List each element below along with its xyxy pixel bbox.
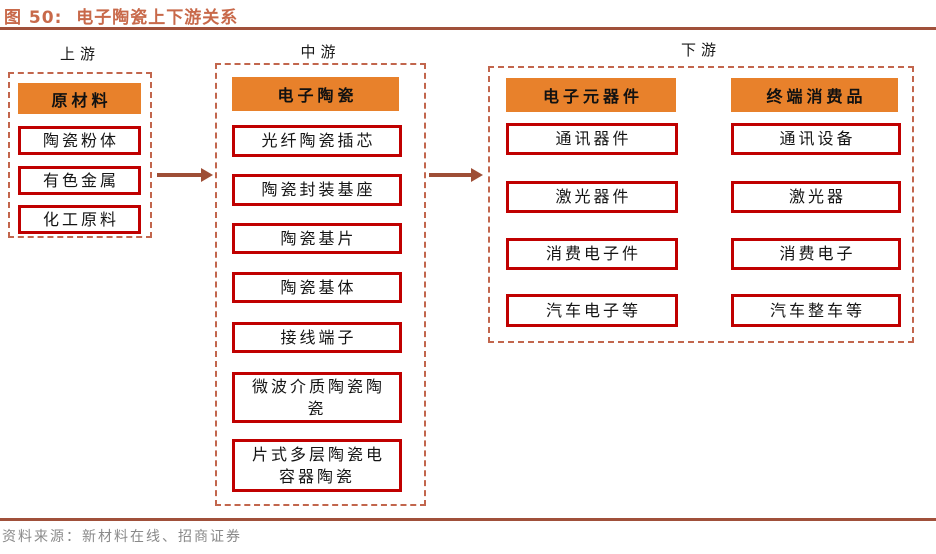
downstream-col2-header: 终端消费品 bbox=[731, 78, 898, 112]
midstream-item: 陶瓷基片 bbox=[232, 223, 402, 254]
downstream-item: 消费电子 bbox=[731, 238, 901, 270]
midstream-item: 片式多层陶瓷电容器陶瓷 bbox=[232, 439, 402, 492]
downstream-item: 消费电子件 bbox=[506, 238, 678, 270]
upstream-item: 陶瓷粉体 bbox=[18, 126, 141, 155]
footer-rule bbox=[0, 518, 936, 521]
downstream-item: 汽车整车等 bbox=[731, 294, 901, 327]
source-note: 资料来源：新材料在线、招商证券 bbox=[2, 529, 242, 545]
midstream-label: 中游 bbox=[300, 43, 341, 61]
midstream-item: 光纤陶瓷插芯 bbox=[232, 125, 402, 157]
downstream-col1-header: 电子元器件 bbox=[506, 78, 676, 112]
downstream-group-box bbox=[488, 66, 914, 343]
upstream-header: 原材料 bbox=[18, 83, 141, 114]
arrow-right-icon bbox=[157, 168, 213, 182]
title-underline bbox=[0, 27, 936, 30]
downstream-label: 下游 bbox=[680, 41, 721, 59]
upstream-label: 上游 bbox=[59, 45, 100, 63]
midstream-item: 陶瓷基体 bbox=[232, 272, 402, 303]
upstream-item: 化工原料 bbox=[18, 205, 141, 234]
downstream-item: 汽车电子等 bbox=[506, 294, 678, 327]
downstream-item: 激光器件 bbox=[506, 181, 678, 213]
upstream-item: 有色金属 bbox=[18, 166, 141, 195]
midstream-item: 陶瓷封装基座 bbox=[232, 174, 402, 206]
upstream-group-box bbox=[8, 72, 152, 238]
midstream-header: 电子陶瓷 bbox=[232, 77, 399, 111]
midstream-item: 接线端子 bbox=[232, 322, 402, 353]
downstream-item: 通讯设备 bbox=[731, 123, 901, 155]
midstream-group-box bbox=[215, 63, 426, 506]
downstream-item: 通讯器件 bbox=[506, 123, 678, 155]
downstream-item: 激光器 bbox=[731, 181, 901, 213]
arrow-right-icon bbox=[429, 168, 483, 182]
figure-title: 图 50: 电子陶瓷上下游关系 bbox=[4, 8, 239, 28]
midstream-item: 微波介质陶瓷陶瓷 bbox=[232, 372, 402, 423]
